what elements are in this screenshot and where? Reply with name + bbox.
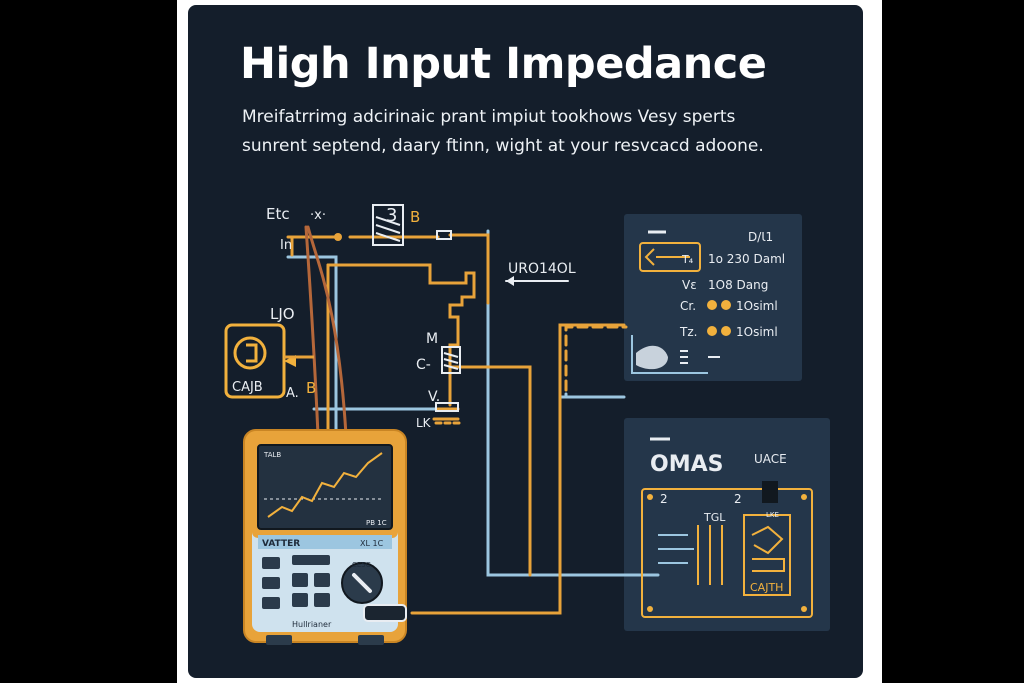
- wire-brown-1: [306, 225, 348, 437]
- dot-icon: [721, 300, 731, 310]
- wire-brown-2: [304, 225, 320, 437]
- label-m: M: [426, 331, 438, 347]
- meter-button-2[interactable]: [262, 577, 280, 589]
- label-in: In: [280, 238, 292, 253]
- page-title: High Input Impedance: [240, 39, 767, 89]
- wires: [286, 225, 660, 615]
- omas-tag: UACE: [754, 452, 787, 466]
- wire-blue-left: [286, 255, 338, 437]
- wire-dashed: [564, 325, 628, 392]
- subtitle-line-2: sunrent septend, daary ftinn, wight at y…: [242, 136, 764, 156]
- probe-tip-icon: [636, 345, 668, 370]
- label-c: C-: [416, 357, 431, 373]
- sensor-module: [224, 323, 296, 399]
- meter-button-8[interactable]: [292, 555, 330, 565]
- panel-corner-label: D/Ɩ1: [748, 230, 773, 244]
- wire-orange-coil: [448, 365, 532, 577]
- omas-tgl: TGL: [703, 511, 726, 524]
- meter-button-6[interactable]: [292, 593, 308, 607]
- omas-chip-label: CAJTH: [750, 581, 783, 594]
- meter-button-7[interactable]: [314, 593, 330, 607]
- resistor-block: [372, 204, 404, 246]
- readout-box: [639, 242, 701, 272]
- page-subtitle: Mreifatrrimg adcirinaic prant impiut too…: [242, 103, 842, 161]
- meter-screen-top: TALB: [263, 451, 281, 459]
- row-value-1: 1o 230 Daml: [708, 252, 785, 266]
- meter-screen: [257, 444, 393, 530]
- meter-button-1[interactable]: [262, 557, 280, 569]
- dot-icon: [707, 326, 717, 336]
- row-value-4: 1Osiml: [736, 325, 778, 339]
- label-cajb: CAJB: [232, 380, 263, 395]
- arrow-head-icon: [506, 276, 514, 286]
- omas-panel-content: [641, 437, 813, 618]
- omas-board: [641, 488, 813, 618]
- meter-bottom-label: Hullrianer: [292, 620, 332, 629]
- capacitor-v: [435, 402, 459, 412]
- meter-brand: VATTER: [262, 539, 300, 549]
- meter-button-3[interactable]: [262, 597, 280, 609]
- label-lk: LK: [416, 416, 432, 430]
- row-prefix-1: T₄: [681, 253, 694, 266]
- row-prefix-4: Tz.: [679, 325, 697, 339]
- omas-connector: [762, 481, 778, 503]
- omas-chip: [743, 514, 791, 596]
- inductor-coil: [441, 346, 461, 374]
- row-value-3: 1Osiml: [736, 299, 778, 313]
- omas-title: OMAS: [650, 452, 723, 477]
- label-a: A.: [286, 386, 299, 401]
- meter-button-5[interactable]: [314, 573, 330, 587]
- row-value-2: 1O8 Dang: [708, 278, 768, 292]
- row-prefix-2: Vε: [682, 278, 697, 292]
- meter-button-4[interactable]: [292, 573, 308, 587]
- subtitle-line-1: Mreifatrrimg adcirinaic prant impiut too…: [242, 107, 736, 127]
- meter-brand-right: XL 1C: [360, 539, 384, 548]
- label-3: 3: [386, 205, 397, 226]
- label-b-mid: B: [306, 379, 316, 397]
- label-v: V.: [428, 389, 440, 405]
- omas-small-label: LKE: [766, 511, 779, 519]
- probe-plug: [363, 604, 407, 622]
- label-x: ·x·: [310, 208, 326, 223]
- label-ljo: LJO: [270, 305, 295, 323]
- omas-pin-left: 2: [660, 492, 668, 506]
- wire-orange-zigzag: [326, 263, 476, 407]
- dot-icon: [721, 326, 731, 336]
- connector-top: [436, 230, 452, 240]
- label-etc: Etc: [266, 205, 290, 223]
- diagram-card: High Input Impedance Mreifatrrimg adciri…: [188, 5, 863, 678]
- row-prefix-3: Cr.: [680, 299, 696, 313]
- multimeter: [243, 429, 407, 645]
- omas-pin-right: 2: [734, 492, 742, 506]
- meter-waveform: [267, 452, 383, 518]
- wire-orange-top-right: [448, 233, 490, 305]
- node-in: [334, 233, 342, 241]
- label-b-top: B: [410, 208, 420, 226]
- label-uro: URO14OL: [508, 261, 576, 277]
- readout-panel-content: [631, 230, 731, 374]
- circuit-diagram: Etc ·x· In 3 B LJO CAJB A. B M C- V. LK …: [224, 204, 830, 645]
- omas-panel: [624, 418, 830, 631]
- wire-blue-vertical: [486, 229, 660, 577]
- meter-dial-label: CE5C: [352, 561, 371, 569]
- dot-icon: [707, 300, 717, 310]
- meter-screen-bottom: PB 1C: [366, 519, 387, 527]
- readout-panel: [624, 214, 802, 381]
